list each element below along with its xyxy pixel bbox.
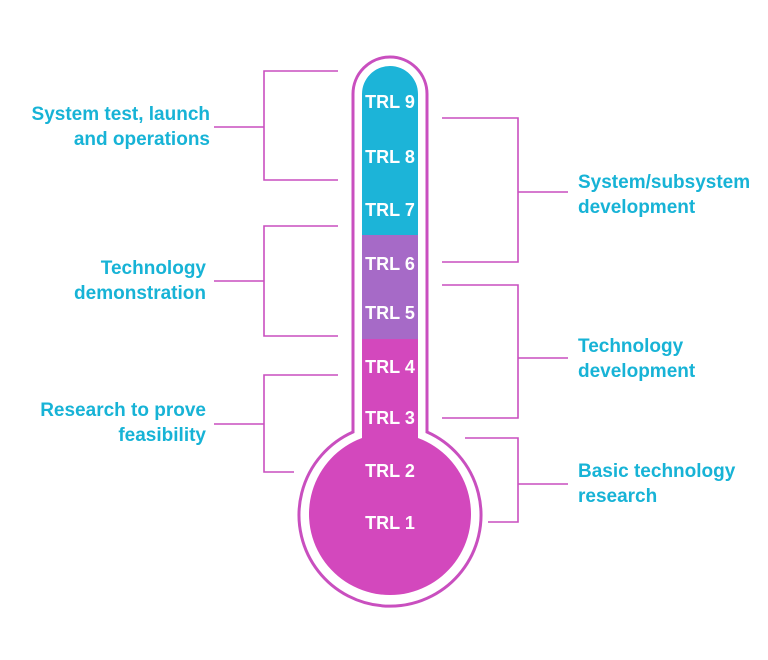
bracket-system-test xyxy=(214,70,338,181)
label-line: research xyxy=(578,486,658,507)
label-line: Basic technology xyxy=(578,461,736,482)
trl-1-label: TRL 1 xyxy=(365,513,415,533)
label-basic-technology-research: Basic technology research xyxy=(578,459,768,509)
label-technology-demonstration: Technology demonstration xyxy=(0,256,206,306)
trl-3-label: TRL 3 xyxy=(365,408,415,428)
bracket-technology-demonstration xyxy=(214,225,338,337)
label-line: Technology xyxy=(578,336,684,357)
label-line: and operations xyxy=(73,129,210,150)
trl-4-label: TRL 4 xyxy=(365,357,415,377)
label-line: demonstration xyxy=(74,283,206,304)
bracket-technology-development xyxy=(442,284,568,419)
trl-2-label: TRL 2 xyxy=(365,461,415,481)
label-line: development xyxy=(578,361,696,382)
label-system-subsystem-development: System/subsystem development xyxy=(578,170,768,220)
label-line: System/subsystem xyxy=(578,172,751,193)
trl-7-label: TRL 7 xyxy=(365,200,415,220)
label-line: Research to prove xyxy=(40,400,206,421)
band-demonstration-levels xyxy=(308,235,471,339)
label-line: feasibility xyxy=(118,425,206,446)
trl-6-label: TRL 6 xyxy=(365,254,415,274)
bracket-research-feasibility xyxy=(214,374,338,473)
bracket-system-development xyxy=(442,117,568,263)
label-system-test-launch-operations: System test, launch and operations xyxy=(0,102,210,152)
label-technology-development: Technology development xyxy=(578,334,768,384)
label-line: development xyxy=(578,197,696,218)
left-brackets xyxy=(214,70,338,473)
label-research-to-prove-feasibility: Research to prove feasibility xyxy=(0,398,206,448)
trl-9-label: TRL 9 xyxy=(365,92,415,112)
trl-5-label: TRL 5 xyxy=(365,303,415,323)
trl-8-label: TRL 8 xyxy=(365,147,415,167)
right-brackets xyxy=(442,117,568,523)
label-line: Technology xyxy=(100,258,206,279)
label-line: System test, launch xyxy=(31,104,210,125)
bracket-basic-research xyxy=(465,437,568,523)
